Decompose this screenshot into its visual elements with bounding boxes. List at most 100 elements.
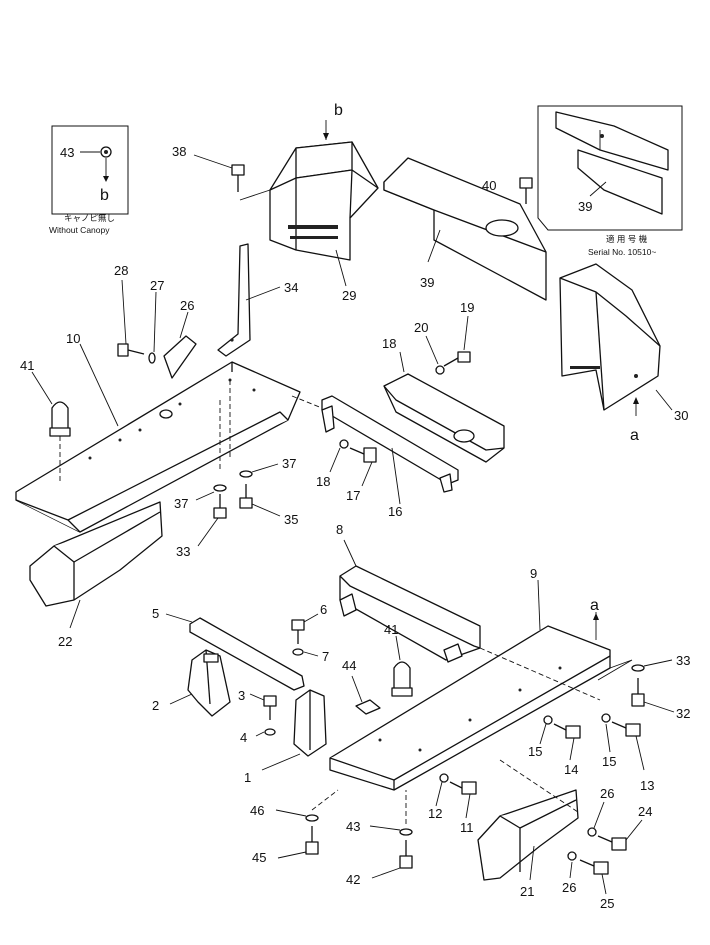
callout-18: 18	[316, 474, 330, 489]
washer-7	[292, 648, 319, 657]
washer-46	[275, 789, 339, 822]
callout-5: 5	[152, 606, 159, 621]
ref-a-top: a	[590, 597, 599, 614]
part-1-bracket	[261, 689, 327, 771]
callout-24: 24	[638, 804, 652, 819]
part-41-shackle-upper	[31, 371, 71, 484]
part-39-cover	[383, 157, 547, 301]
bolt-11	[449, 781, 477, 819]
callout-38: 38	[172, 144, 186, 159]
callout-29: 27	[150, 278, 164, 293]
ref-a-bottom: a	[630, 427, 639, 444]
callout-43: 43	[346, 819, 360, 834]
part-19-channel	[383, 351, 505, 463]
part-31-cover-box: b	[239, 102, 379, 287]
callout-34: 34	[284, 280, 298, 295]
callout-22: 21	[520, 884, 534, 899]
callout-4: 4	[240, 730, 247, 745]
inset-note-en-right: Serial No. 10510~	[588, 247, 656, 257]
washer-26-upper	[587, 801, 605, 837]
washer-37-left	[195, 484, 227, 501]
inset-note-en: Without Canopy	[49, 225, 110, 235]
washer-12	[435, 773, 449, 807]
callout-20: 19	[460, 300, 474, 315]
part-5-bar	[165, 613, 305, 691]
callout-1: 1	[244, 770, 251, 785]
callout-14: 14	[564, 762, 578, 777]
callout-25: 25	[600, 896, 614, 911]
bolt-28	[117, 279, 145, 357]
part-30-cover: a	[559, 263, 673, 444]
bolt-45	[277, 826, 319, 859]
part-16-bar	[321, 395, 459, 505]
part-34-bracket	[217, 243, 281, 357]
callout-10: 10	[66, 331, 80, 346]
bolt-40	[519, 177, 533, 204]
bolt-35	[197, 494, 227, 547]
bolt-38	[193, 154, 245, 192]
callout-35: 33	[176, 544, 190, 559]
callout-23: 22	[58, 634, 72, 649]
bolt-6	[291, 613, 319, 644]
callout-16: 16	[388, 504, 402, 519]
callout-41-upper: 41	[20, 358, 34, 373]
bolt-13	[611, 721, 645, 771]
bolt-17	[349, 447, 377, 487]
callout-44: 44	[342, 658, 356, 673]
callout-12: 12	[428, 806, 442, 821]
callout-9: 9	[530, 566, 537, 581]
washer-18	[329, 439, 349, 473]
washer-33	[631, 659, 673, 672]
bolt-14	[553, 723, 581, 761]
washer-15-right	[601, 713, 611, 753]
callout-45: 45	[252, 850, 266, 865]
callout-15-left: 15	[528, 744, 542, 759]
part-10-frame	[15, 343, 301, 533]
callout-3: 3	[238, 688, 245, 703]
washer-4	[255, 728, 276, 737]
callout-36: 35	[284, 512, 298, 527]
inset-note-jp: キャノピ無し	[64, 213, 115, 223]
callout-11: 11	[460, 820, 474, 835]
bolt-32	[631, 678, 675, 713]
washer-21	[425, 335, 445, 375]
callout-41-lower: 41	[384, 622, 398, 637]
bolt-42	[371, 840, 413, 879]
callout-39: 39	[420, 275, 434, 290]
bolt-3	[249, 693, 277, 720]
callout-28: 28	[114, 263, 128, 278]
bolt-25	[579, 859, 609, 895]
part-27-plate	[163, 311, 197, 379]
callout-7: 7	[322, 649, 329, 664]
callout-32: 32	[676, 706, 690, 721]
callout-19: 18	[382, 336, 396, 351]
bolt-20	[443, 315, 471, 367]
part-41-shackle-lower	[391, 635, 413, 697]
callout-2: 2	[152, 698, 159, 713]
callout-40: 40	[482, 178, 496, 193]
ref-b-inset: b	[100, 187, 109, 204]
washer-15-left	[539, 715, 553, 745]
inset-serial-variant: 39 適 用 号 機 Serial No. 10510~	[537, 105, 683, 257]
callout-26-lower: 26	[562, 880, 576, 895]
callout-13: 13	[640, 778, 654, 793]
washer-43	[369, 790, 413, 836]
washer-26-lower	[567, 851, 577, 879]
callout-37-right: 37	[282, 456, 296, 471]
ref-b-top: b	[334, 102, 343, 119]
callout-6: 6	[320, 602, 327, 617]
callout-21: 20	[414, 320, 428, 335]
callout-15-right: 15	[602, 754, 616, 769]
callout-37-left: 37	[174, 496, 188, 511]
part-8-crossmember	[339, 539, 481, 663]
bolt-24	[597, 819, 643, 851]
part-44-block	[351, 675, 381, 715]
callout-30: 30	[674, 408, 688, 423]
callout-31: 29	[342, 288, 356, 303]
inset-note-jp-right: 適 用 号 機	[606, 234, 648, 244]
washer-37-right	[239, 463, 279, 478]
callout-33: 33	[676, 653, 690, 668]
part-2-bracket	[169, 649, 231, 717]
callout-26-upper: 26	[600, 786, 614, 801]
